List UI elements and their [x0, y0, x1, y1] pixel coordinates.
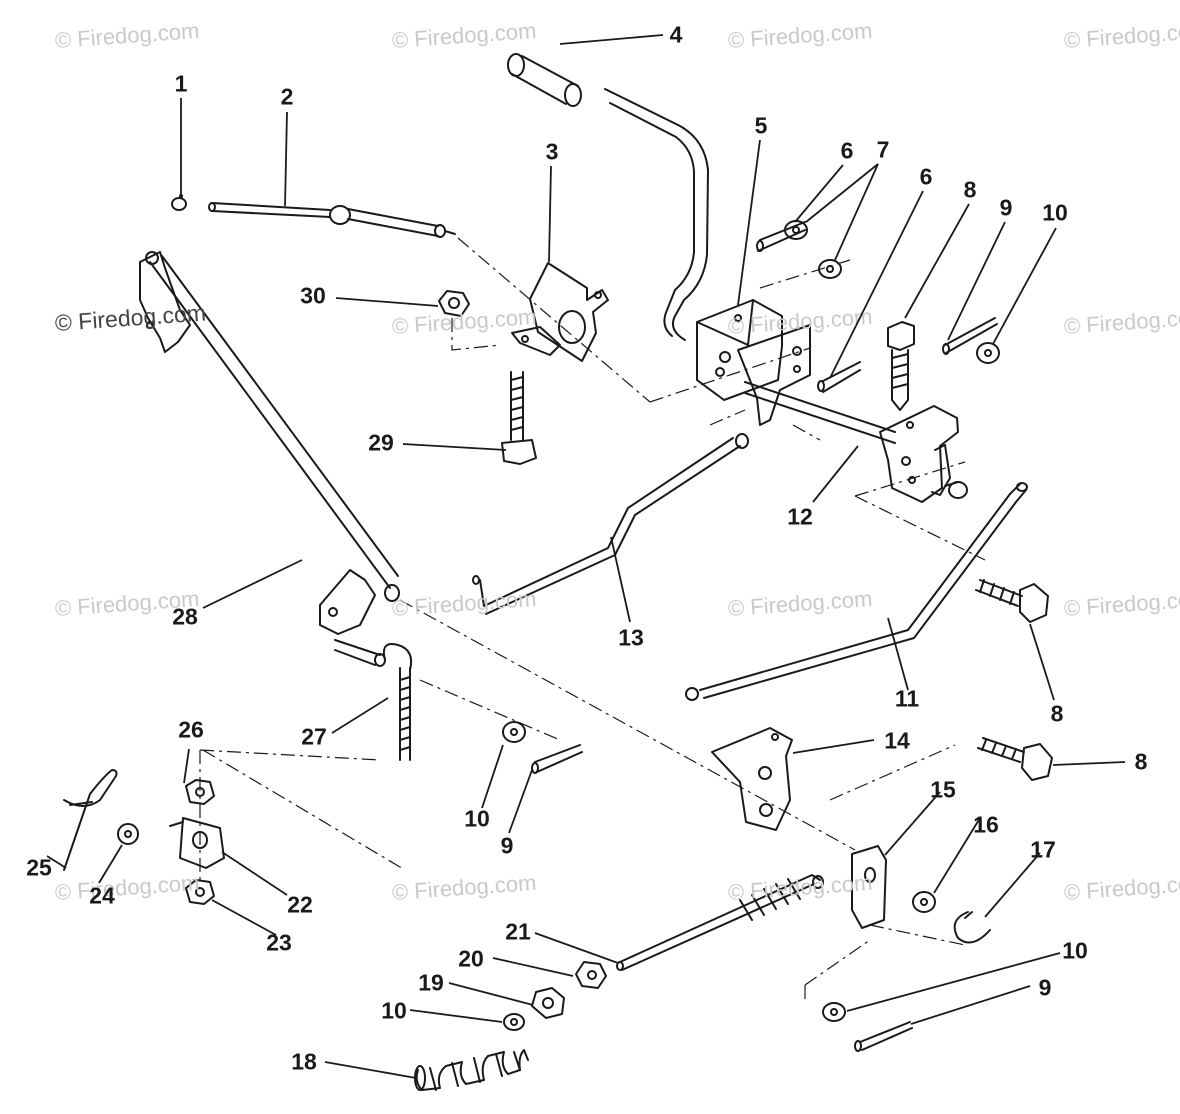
- callout-19: 19: [418, 969, 444, 996]
- part-29-bolt: [501, 371, 537, 465]
- part-8-bolt-upper: [887, 321, 915, 411]
- callout-21: 21: [505, 918, 531, 945]
- callout-10c: 10: [1062, 937, 1088, 964]
- part-16-washer: [912, 891, 936, 913]
- part-10-washer-lower-left: [503, 1013, 525, 1031]
- callout-16: 16: [973, 811, 999, 838]
- callout-8c: 8: [1134, 748, 1148, 775]
- callout-6: 6: [840, 137, 854, 164]
- callout-12: 12: [787, 503, 813, 530]
- callout-8b: 8: [1050, 700, 1064, 727]
- callout-9b: 9: [500, 832, 514, 859]
- part-11-rod: [685, 482, 1028, 701]
- part-10-washer-mid: [502, 721, 526, 743]
- callout-9a: 9: [999, 194, 1013, 221]
- part-20-nut: [575, 961, 607, 989]
- callout-11: 11: [894, 685, 920, 712]
- part-13-rod: [472, 433, 749, 615]
- callout-20: 20: [458, 945, 484, 972]
- callout-9c: 9: [1038, 974, 1052, 1001]
- callout-17: 17: [1030, 836, 1056, 863]
- part-27-eye-bolt: [382, 643, 413, 761]
- callout-22: 22: [287, 891, 313, 918]
- part-9-pin-right: [942, 317, 998, 355]
- callout-28: 28: [172, 603, 198, 630]
- part-30-nut: [438, 290, 470, 317]
- callout-10a: 10: [1042, 199, 1068, 226]
- part-8-bolt-mid: [975, 579, 1049, 623]
- callout-26: 26: [178, 716, 204, 743]
- part-19-nut: [531, 987, 565, 1019]
- callout-13: 13: [618, 624, 644, 651]
- callout-23: 23: [266, 929, 292, 956]
- part-15-plate: [851, 845, 887, 929]
- part-21-threaded-rod: [616, 874, 824, 971]
- assembly-lines: [199, 237, 986, 1000]
- part-8-bolt-lower: [977, 737, 1053, 781]
- callout-7: 7: [876, 136, 890, 163]
- part-4-grip: [507, 53, 582, 107]
- part-10-washer-right: [976, 342, 1000, 364]
- callout-2: 2: [280, 83, 294, 110]
- part-5-lever: [604, 88, 783, 401]
- part-28-cross-shaft: [139, 251, 400, 667]
- part-2-rod: [208, 202, 456, 238]
- callout-10b: 10: [464, 805, 490, 832]
- part-24-washer: [117, 823, 139, 845]
- callout-14: 14: [884, 727, 910, 754]
- callout-27: 27: [301, 723, 327, 750]
- part-1-cap: [171, 197, 187, 211]
- part-12-shaft: [737, 324, 968, 503]
- part-3-bracket: [511, 262, 609, 362]
- part-9-pin-mid: [531, 744, 583, 774]
- part-17-clip: [953, 911, 991, 944]
- callout-3: 3: [545, 138, 559, 165]
- part-23-nut: [185, 879, 215, 905]
- callout-10d: 10: [381, 997, 407, 1024]
- callout-5: 5: [754, 112, 768, 139]
- callout-18: 18: [291, 1048, 317, 1075]
- callout-30: 30: [300, 282, 326, 309]
- callout-6b: 6: [919, 163, 933, 190]
- part-25-hair-pin: [63, 769, 118, 871]
- part-6-cotter-pin-lower: [817, 361, 861, 393]
- part-9-pin-lower-right: [854, 1021, 913, 1052]
- callout-15: 15: [930, 776, 956, 803]
- part-14-bracket: [711, 727, 793, 831]
- callout-24: 24: [89, 882, 115, 909]
- callout-25: 25: [26, 854, 52, 881]
- callout-1: 1: [174, 70, 188, 97]
- callout-8a: 8: [963, 176, 977, 203]
- part-10-washer-lower-right: [822, 1002, 846, 1022]
- callout-4: 4: [669, 21, 683, 48]
- callout-29: 29: [368, 429, 394, 456]
